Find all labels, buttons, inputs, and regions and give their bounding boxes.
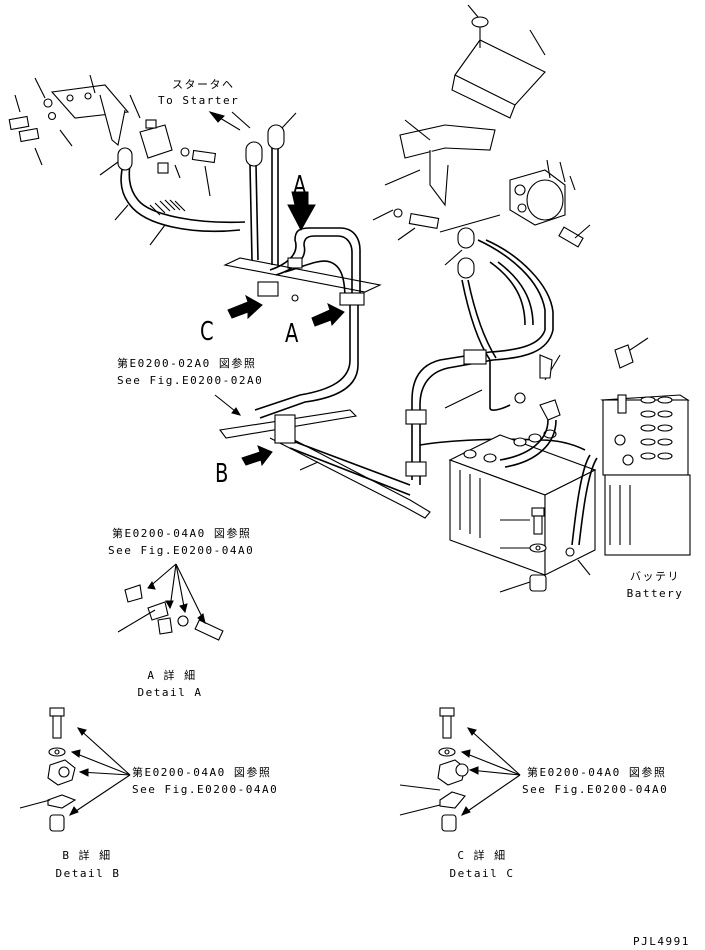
battery-label-jp: バッテリ	[630, 570, 680, 583]
to-starter-label-en: To Starter	[158, 94, 240, 107]
ref-02a0-jp: 第E0200-02A0 図参照	[117, 357, 257, 370]
ref-04a0-c-jp: 第E0200-04A0 図参照	[527, 766, 667, 779]
to-starter-label-jp: スタータヘ	[172, 78, 235, 91]
ref-04a0-b-jp: 第E0200-04A0 図参照	[132, 766, 272, 779]
detail-c	[399, 707, 521, 832]
view-arrow-b	[241, 445, 273, 467]
top-bracket-assembly	[451, 4, 546, 119]
detail-c-title-en: Detail C	[449, 867, 515, 880]
ref-02a0-en: See Fig.E0200-02A0	[117, 374, 264, 387]
relay-and-battery-harness	[372, 119, 591, 485]
view-arrow-a-top	[287, 191, 316, 232]
detail-b-title-en: Detail B	[55, 867, 121, 880]
battery-right	[565, 337, 691, 557]
ref-leader-02a0	[214, 394, 319, 471]
battery-label-en: Battery	[626, 587, 684, 600]
view-arrow-a-mid	[311, 303, 345, 327]
view-label-a-mid: A	[285, 319, 299, 349]
view-label-c: C	[200, 317, 214, 347]
starter-switch-bracket	[8, 74, 217, 197]
main-harness	[219, 227, 431, 519]
drawing-code: PJL4991	[633, 935, 690, 948]
view-label-a-top: A	[293, 171, 307, 201]
view-arrow-c	[227, 294, 263, 320]
starter-harness	[99, 111, 297, 265]
detail-c-title-jp: C 詳 細	[457, 849, 507, 862]
detail-a-title-jp: A 詳 細	[147, 669, 197, 682]
ref-04a0-top-jp: 第E0200-04A0 図参照	[112, 527, 252, 540]
ref-04a0-top-en: See Fig.E0200-04A0	[108, 544, 255, 557]
battery-hardware	[499, 507, 591, 593]
ref-04a0-b-en: See Fig.E0200-04A0	[132, 783, 279, 796]
detail-b-title-jp: B 詳 細	[62, 849, 112, 862]
ref-04a0-c-en: See Fig.E0200-04A0	[522, 783, 669, 796]
detail-b	[19, 707, 131, 832]
detail-a	[117, 563, 224, 641]
detail-a-title-en: Detail A	[137, 686, 203, 699]
battery-left	[448, 354, 597, 576]
view-label-b: B	[215, 459, 229, 489]
